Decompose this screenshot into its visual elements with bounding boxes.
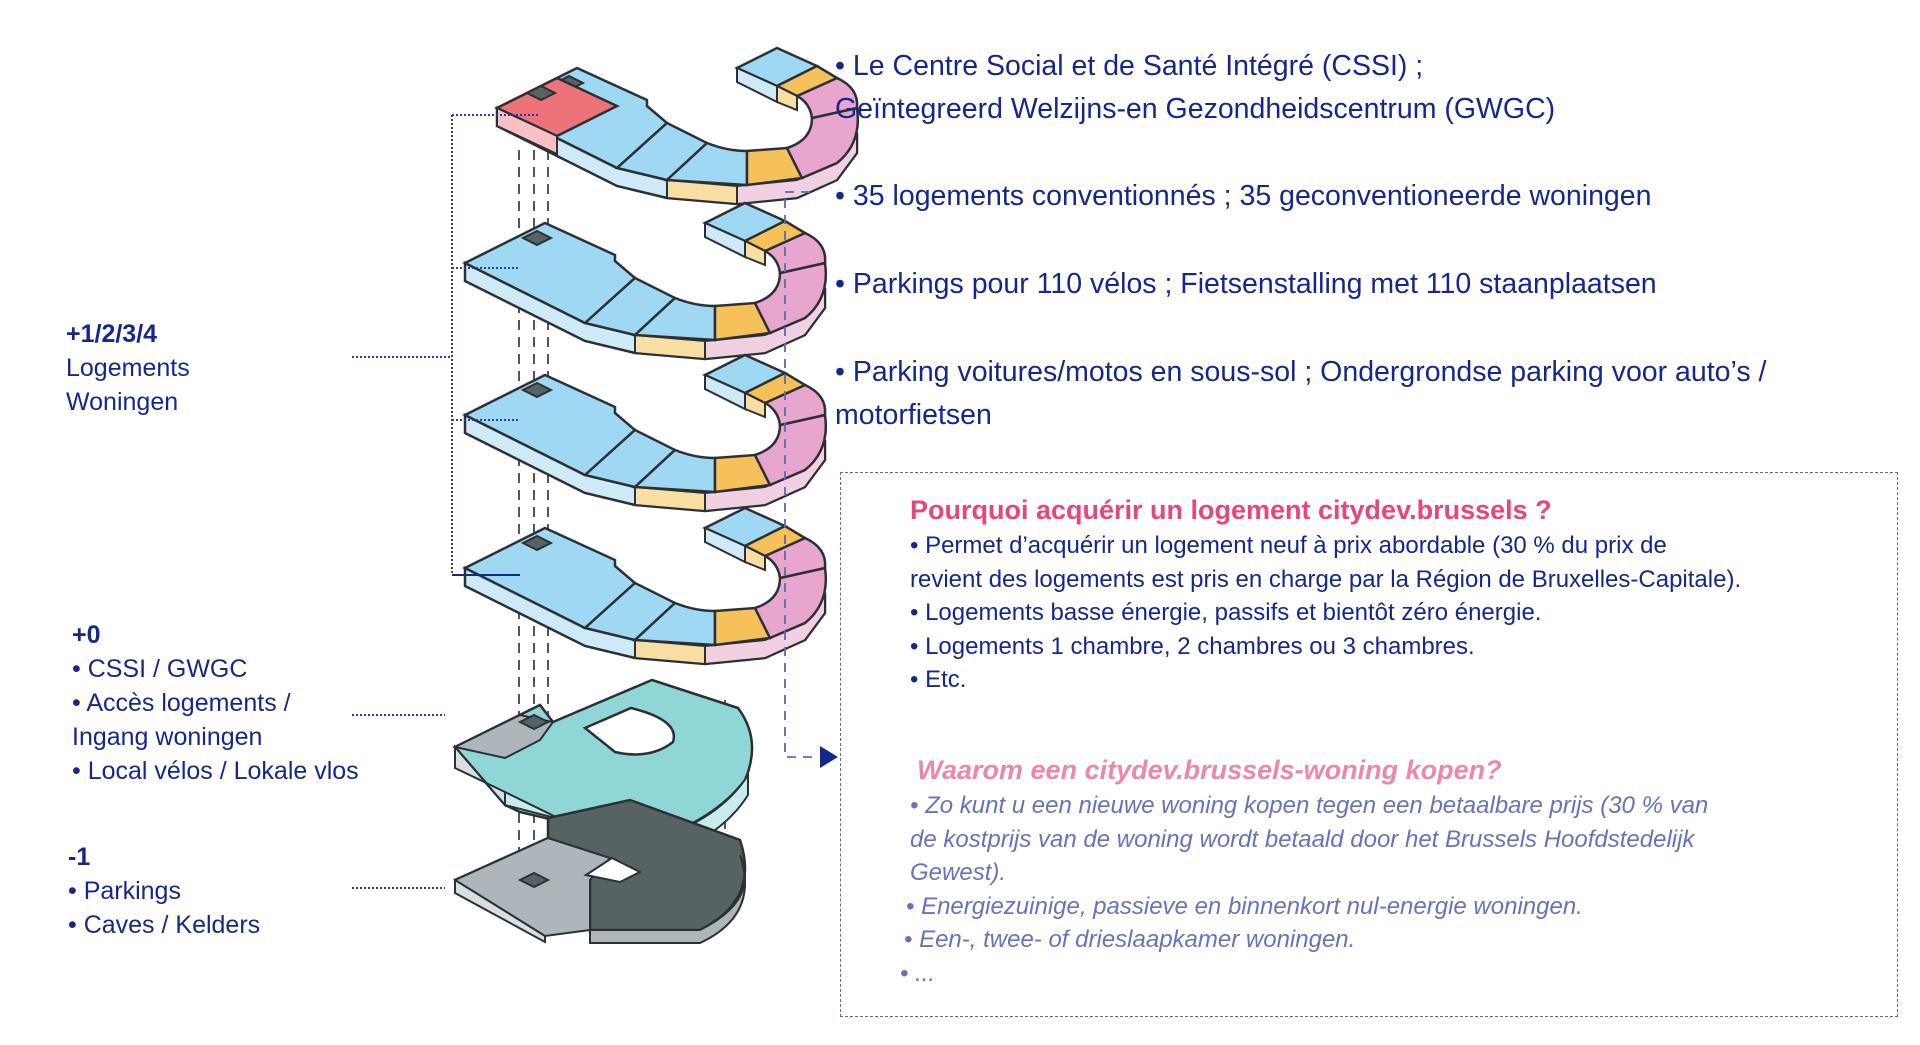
bracket-connector	[784, 191, 815, 758]
feature-housing: • 35 logements conventionnés ; 35 geconv…	[835, 175, 1651, 218]
label-line: • CSSI / GWGC	[72, 655, 248, 683]
fr-line: • Logements basse énergie, passifs et bi…	[910, 599, 1542, 626]
feature-line: • Parking voitures/motos en sous-sol ; O…	[835, 356, 1767, 388]
feature-line: motorfietsen	[835, 399, 992, 431]
fr-line: • Etc.	[910, 666, 967, 693]
feature-line: • Le Centre Social et de Santé Intégré (…	[835, 50, 1424, 82]
fr-line: • Permet d’acquérir un logement neuf à p…	[910, 532, 1667, 559]
fr-line: revient des logements est pris en charge…	[910, 565, 1742, 593]
label-line: Woningen	[66, 388, 179, 416]
feature-bike-parking: • Parkings pour 110 vélos ; Fietsenstall…	[835, 263, 1657, 306]
nl-line: • Zo kunt u een nieuwe woning kopen tege…	[910, 792, 1709, 819]
label-line: • Local vélos / Lokale vlos	[72, 757, 359, 785]
label-line: Logements	[66, 354, 190, 382]
leader-lines	[352, 114, 540, 889]
label-upper-floors: +1/2/3/4 Logements Woningen	[66, 317, 190, 419]
arrow-right-icon	[820, 746, 838, 768]
basement	[452, 798, 747, 944]
level-number: +0	[72, 621, 101, 649]
nl-line: • ...	[900, 959, 936, 987]
label-line: • Caves / Kelders	[68, 911, 261, 939]
label-line: • Accès logements /	[72, 689, 291, 717]
nl-line: • Een-, twee- of drieslaapkamer woningen…	[904, 926, 1356, 953]
nl-line: • Energiezuinige, passieve en binnenkort…	[906, 892, 1583, 920]
label-line: Ingang woningen	[72, 723, 263, 751]
feature-cssi: • Le Centre Social et de Santé Intégré (…	[835, 45, 1555, 131]
fr-heading: Pourquoi acquérir un logement citydev.br…	[910, 495, 1552, 525]
info-box	[840, 472, 1898, 1017]
label-basement: -1 • Parkings • Caves / Kelders	[68, 840, 260, 942]
floor-4	[494, 46, 860, 206]
level-number: +1/2/3/4	[66, 320, 158, 348]
fr-line: • Logements 1 chambre, 2 chambres ou 3 c…	[910, 632, 1475, 660]
info-box-nl: Waarom een citydev.brussels-woning kopen…	[900, 755, 1708, 990]
info-box-fr: Pourquoi acquérir un logement citydev.br…	[910, 495, 1741, 697]
nl-line: de kostprijs van de woning wordt betaald…	[910, 825, 1695, 853]
feature-line: • 35 logements conventionnés ; 35 geconv…	[835, 180, 1652, 212]
label-line: • Parkings	[68, 877, 181, 905]
feature-line: Geïntegreerd Welzijns-en Gezondheidscent…	[835, 93, 1556, 125]
nl-line: Gewest).	[910, 859, 1007, 886]
label-ground-floor: +0 • CSSI / GWGC • Accès logements / Ing…	[72, 618, 359, 788]
feature-car-parking: • Parking voitures/motos en sous-sol ; O…	[835, 351, 1766, 437]
nl-heading: Waarom een citydev.brussels-woning kopen…	[917, 755, 1502, 785]
level-number: -1	[68, 843, 91, 871]
feature-line: • Parkings pour 110 vélos ; Fietsenstall…	[835, 268, 1657, 300]
